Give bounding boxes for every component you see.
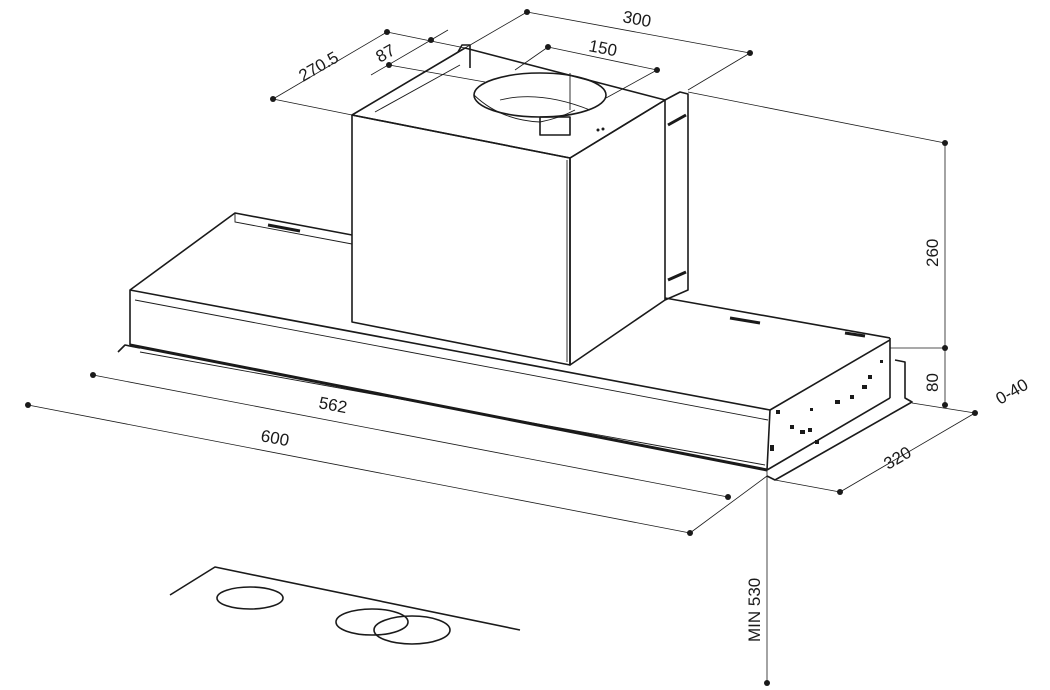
dim-270-5: 270.5 xyxy=(296,48,342,86)
dim-562: 562 xyxy=(317,393,348,417)
hood-body xyxy=(117,212,913,481)
chimney xyxy=(351,44,689,366)
dim-0-40: 0-40 xyxy=(993,375,1032,408)
dim-min-530: MIN 530 xyxy=(745,578,764,642)
dim-320: 320 xyxy=(881,443,915,474)
cooktop xyxy=(169,566,521,645)
dim-600: 600 xyxy=(259,426,290,450)
dim-87: 87 xyxy=(373,41,399,67)
dim-150: 150 xyxy=(587,36,618,60)
dim-300: 300 xyxy=(621,7,652,31)
dim-260: 260 xyxy=(923,239,942,267)
dimension-lines xyxy=(25,9,978,686)
dim-80: 80 xyxy=(923,373,942,392)
control-holes xyxy=(770,360,883,451)
